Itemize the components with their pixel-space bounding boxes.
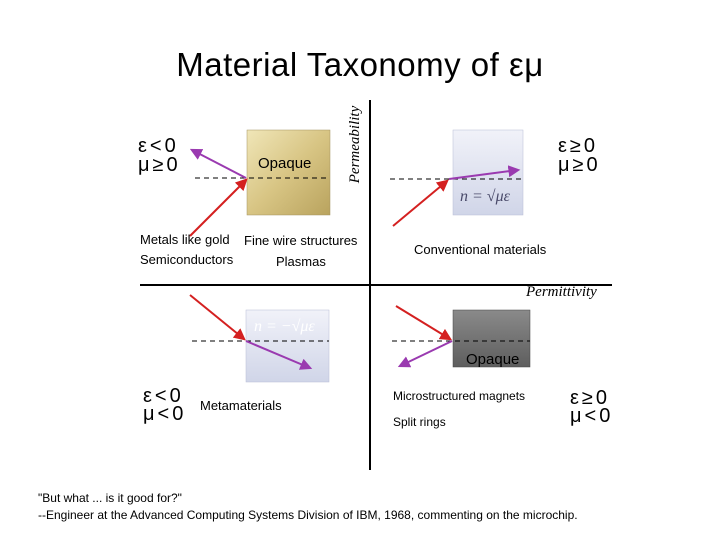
tl-example-1: Metals like gold xyxy=(140,232,230,247)
tl-opaque-label: Opaque xyxy=(258,155,312,172)
incident-ray-bottom-left xyxy=(189,294,246,341)
reflected-ray-top-left xyxy=(189,148,247,179)
permittivity-axis-label: Permittivity xyxy=(526,284,597,300)
permeability-axis-label: Permeability xyxy=(347,105,363,184)
br-example-1: Microstructured magnets xyxy=(393,389,526,403)
opaque-box-top-left xyxy=(246,129,331,216)
tl-example-3: Semiconductors xyxy=(140,252,234,267)
tr-refractive-index-formula: n = √με xyxy=(460,188,510,205)
incident-ray-top-right xyxy=(392,179,449,227)
refracted-ray-top-right xyxy=(448,165,521,180)
bl-refractive-index-formula: n = −√με xyxy=(254,318,315,335)
incident-ray-top-left xyxy=(189,178,248,237)
opaque-box-bottom-right xyxy=(452,309,531,368)
refracted-ray-bottom-left xyxy=(245,340,313,370)
quote-line-2: --Engineer at the Advanced Computing Sys… xyxy=(38,508,578,522)
tl-example-2: Fine wire structures xyxy=(244,233,358,248)
br-mu-condition: μ<0 xyxy=(570,405,614,427)
bl-epsilon-condition: ε<0 xyxy=(143,385,184,407)
br-epsilon-condition: ε≥0 xyxy=(570,387,611,409)
br-opaque-label: Opaque xyxy=(466,351,520,368)
tr-epsilon-condition: ε≥0 xyxy=(558,135,599,157)
br-example-2: Split rings xyxy=(393,415,446,429)
tl-epsilon-condition: ε<0 xyxy=(138,135,179,157)
reflected-ray-bottom-right xyxy=(397,340,453,368)
quote-line-1: "But what ... is it good for?" xyxy=(38,491,182,505)
tl-example-4: Plasmas xyxy=(276,254,326,269)
tr-mu-condition: μ≥0 xyxy=(558,154,601,176)
incident-ray-bottom-right xyxy=(395,305,453,341)
bl-mu-condition: μ<0 xyxy=(143,403,187,425)
page-title: Material Taxonomy of εμ xyxy=(176,46,544,83)
bl-example-1: Metamaterials xyxy=(200,398,282,413)
tr-example-1: Conventional materials xyxy=(414,242,547,257)
tl-mu-condition: μ≥0 xyxy=(138,154,181,176)
